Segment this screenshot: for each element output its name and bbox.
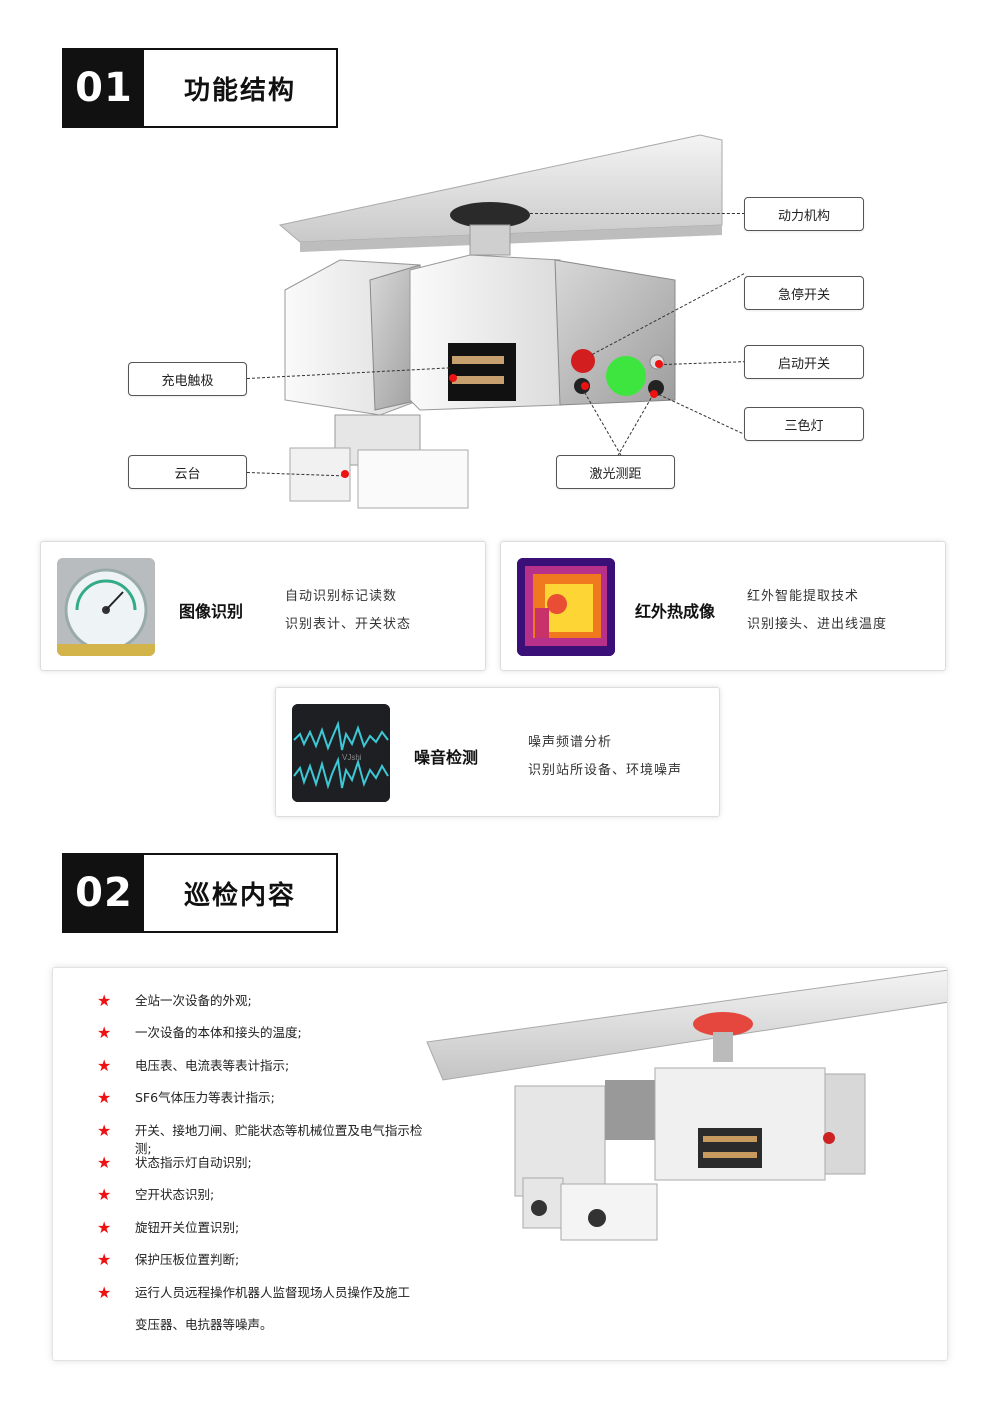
list-item: ★空开状态识别; xyxy=(97,1185,215,1205)
feature-card-noise: VJshi 噪音检测 噪声频谱分析 识别站所设备、环境噪声 xyxy=(275,687,720,817)
gauge-thumbnail xyxy=(57,558,155,656)
marker-laser-left xyxy=(581,382,589,390)
waveform-thumbnail: VJshi xyxy=(292,704,390,802)
callout-power: 动力机构 xyxy=(744,197,864,231)
waveform-watermark: VJshi xyxy=(342,753,362,762)
star-icon: ★ xyxy=(97,1250,112,1270)
marker-ptz xyxy=(341,470,349,478)
callout-ptz: 云台 xyxy=(128,455,247,489)
callout-charge: 充电触极 xyxy=(128,362,247,396)
marker-start xyxy=(655,360,663,368)
feature-desc-2: 识别表计、开关状态 xyxy=(285,617,412,632)
feature-desc-2: 识别站所设备、环境噪声 xyxy=(528,763,683,778)
feature-desc-1: 红外智能提取技术 xyxy=(747,589,860,604)
inspection-content-box: ★全站一次设备的外观; ★一次设备的本体和接头的温度; ★电压表、电流表等表计指… xyxy=(52,967,948,1361)
star-icon: ★ xyxy=(97,1185,112,1205)
feature-card-image-recognition: 图像识别 自动识别标记读数 识别表计、开关状态 xyxy=(40,541,486,671)
list-item: ★开关、接地刀闸、贮能状态等机械位置及电气指示检测; xyxy=(97,1120,423,1156)
list-item: ★保护压板位置判断; xyxy=(97,1250,240,1270)
list-item: ★SF6气体压力等表计指示; xyxy=(97,1088,275,1108)
list-item: ★一次设备的本体和接头的温度; xyxy=(97,1023,302,1043)
list-item-continuation: 变压器、电抗器等噪声。 xyxy=(135,1316,273,1332)
star-icon: ★ xyxy=(97,1055,112,1075)
callout-laser: 激光测距 xyxy=(556,455,675,489)
list-item: ★电压表、电流表等表计指示; xyxy=(97,1055,290,1075)
inspection-list: ★全站一次设备的外观; ★一次设备的本体和接头的温度; ★电压表、电流表等表计指… xyxy=(97,992,437,1334)
marker-charge xyxy=(449,374,457,382)
callout-estop: 急停开关 xyxy=(744,276,864,310)
callout-tricolor: 三色灯 xyxy=(744,407,864,441)
star-icon: ★ xyxy=(97,1120,112,1140)
feature-card-infrared: 红外热成像 红外智能提取技术 识别接头、进出线温度 xyxy=(500,541,946,671)
marker-laser-right xyxy=(650,390,658,398)
list-item: ★状态指示灯自动识别; xyxy=(97,1152,252,1172)
star-icon: ★ xyxy=(97,991,112,1010)
thermal-thumbnail xyxy=(517,558,615,656)
list-item: ★旋钮开关位置识别; xyxy=(97,1217,240,1237)
section-number: 02 xyxy=(64,855,144,931)
star-icon: ★ xyxy=(97,1023,112,1043)
feature-desc-1: 自动识别标记读数 xyxy=(285,589,398,604)
feature-desc-1: 噪声频谱分析 xyxy=(528,735,613,750)
leader-power xyxy=(530,213,745,214)
callout-start: 启动开关 xyxy=(744,345,864,379)
section-number: 01 xyxy=(64,50,144,126)
feature-name: 噪音检测 xyxy=(414,748,479,767)
section-header-02: 02 巡检内容 xyxy=(62,853,338,933)
list-item: ★全站一次设备的外观; xyxy=(97,991,252,1010)
section-header-01: 01 功能结构 xyxy=(62,48,338,128)
section-title: 巡检内容 xyxy=(183,880,296,911)
star-icon: ★ xyxy=(97,1088,112,1108)
feature-name: 红外热成像 xyxy=(635,602,716,621)
feature-desc-2: 识别接头、进出线温度 xyxy=(747,617,888,632)
robot-photo xyxy=(426,969,947,1241)
section-title: 功能结构 xyxy=(183,75,296,106)
feature-name: 图像识别 xyxy=(179,602,244,621)
robot-diagram: 动力机构 急停开关 充电触极 启动开关 三色灯 云台 激光测距 xyxy=(0,130,1000,530)
star-icon: ★ xyxy=(97,1217,112,1237)
list-item: ★运行人员远程操作机器人监督现场人员操作及施工 xyxy=(97,1282,411,1302)
star-icon: ★ xyxy=(97,1282,112,1302)
star-icon: ★ xyxy=(97,1152,112,1172)
robot-illustration xyxy=(278,134,723,509)
